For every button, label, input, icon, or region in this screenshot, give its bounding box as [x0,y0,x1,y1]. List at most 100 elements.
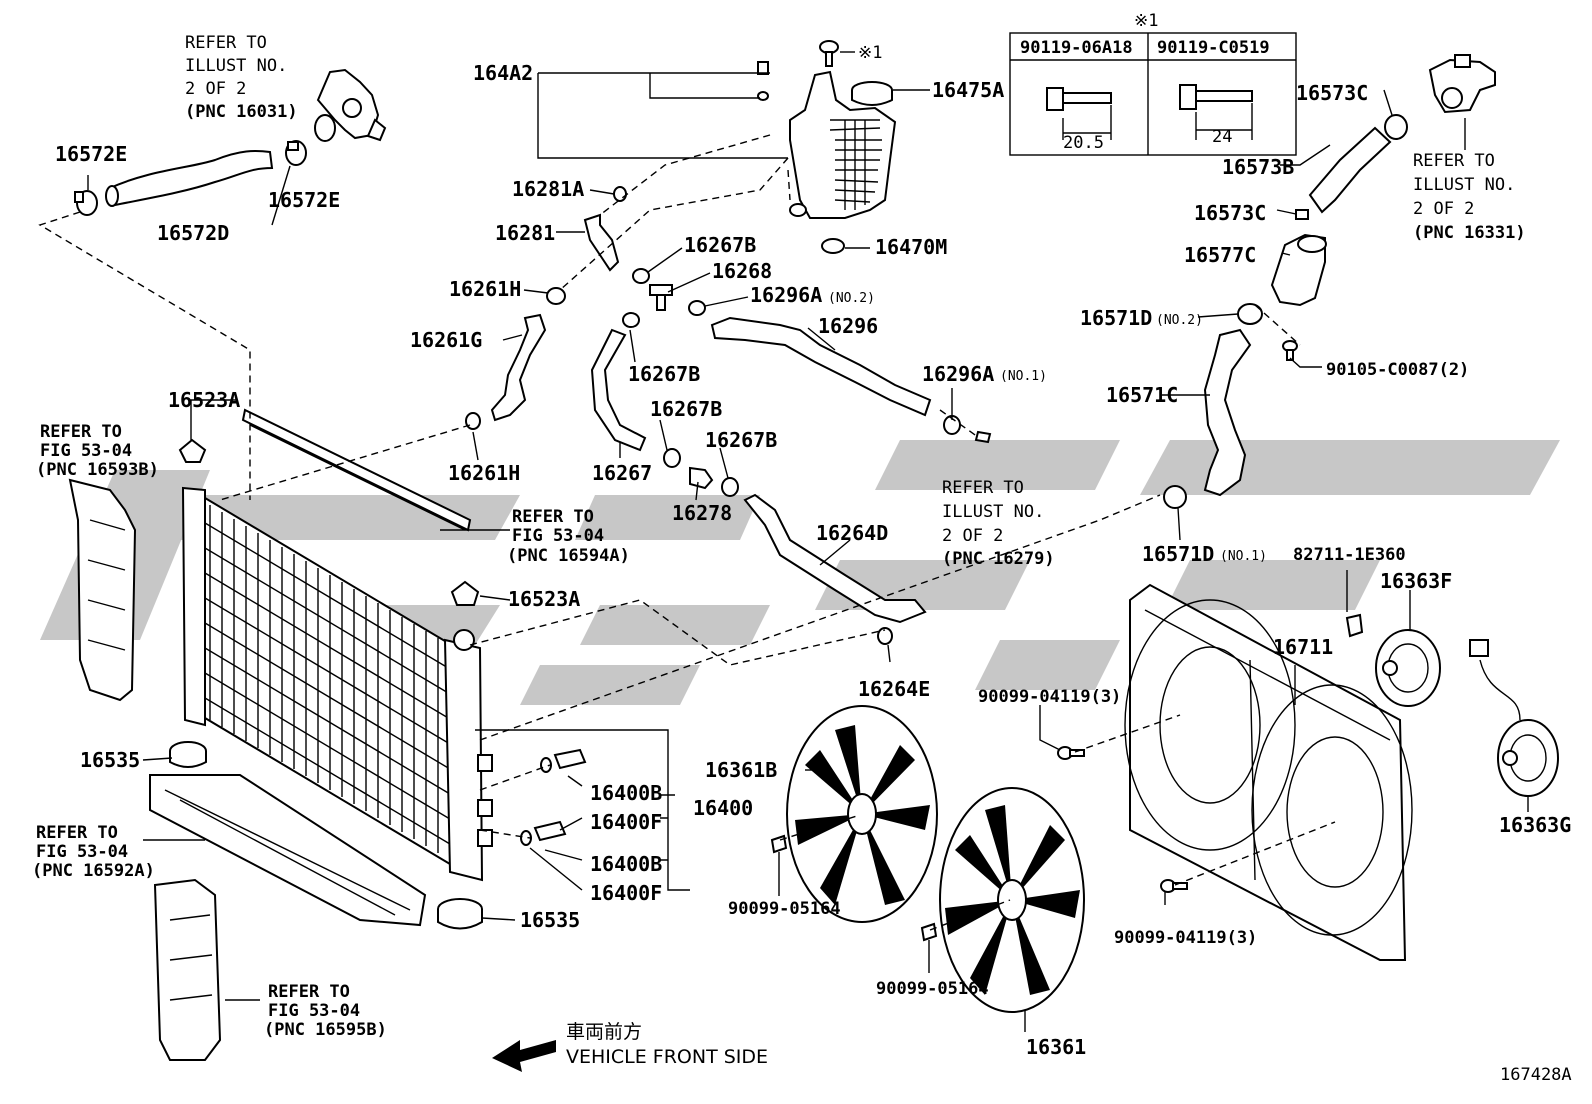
svg-text:REFER TO: REFER TO [1413,151,1495,171]
label-16523a-2: 16523A [508,587,580,611]
label-16400f-2: 16400F [590,881,662,905]
bolt-90105 [1282,340,1298,361]
part-labels: 164A2 16475A 16281A 16281 16470M 16267B … [55,43,1572,1085]
svg-text:FIG 53-04: FIG 53-04 [40,441,132,461]
water-outlet-16031 [314,68,387,142]
svg-text:2 OF 2: 2 OF 2 [1413,199,1474,219]
svg-text:REFER TO: REFER TO [512,507,594,527]
label-16267b-4: 16267B [705,428,777,452]
svg-text:FIG 53-04: FIG 53-04 [512,526,604,546]
label-16523a-1: 16523A [168,388,240,412]
front-side-en: VEHICLE FRONT SIDE [566,1046,768,1068]
label-16264e: 16264E [858,677,930,701]
refer-16279: REFER TO ILLUST NO. 2 OF 2 (PNC 16279) [942,478,1055,569]
svg-text:90119-C0519: 90119-C0519 [1157,38,1270,58]
label-16400b-1: 16400B [590,781,662,805]
radiator-16400 [149,408,493,927]
joint-16268 [649,284,673,311]
svg-text:(PNC 16595B): (PNC 16595B) [264,1020,387,1040]
label-16267b-1: 16267B [684,233,756,257]
svg-text:ILLUST NO.: ILLUST NO. [942,502,1044,522]
front-side-jp: 車両前方 [566,1021,642,1043]
svg-text:※1: ※1 [1134,11,1158,31]
mounts-group [169,438,483,930]
seal-16595b [153,878,222,1061]
svg-text:2 OF 2: 2 OF 2 [185,79,246,99]
label-16571d-2: 16571D [1080,306,1152,330]
cap-164a2 [757,61,769,101]
label-16573c-1: 16573C [1296,81,1368,105]
seal-16593b [68,478,137,702]
svg-text:(PNC 16031): (PNC 16031) [185,102,298,122]
svg-text:90119-06A18: 90119-06A18 [1020,38,1133,58]
label-90099-05164-1: 90099-05164 [728,899,841,919]
svg-text:24: 24 [1212,127,1232,147]
label-16278: 16278 [672,501,732,525]
fan-motor-16363g [1469,639,1559,797]
svg-text:20.5: 20.5 [1063,133,1104,153]
note-no1-a: (NO.1) [1000,369,1047,384]
svg-text:ILLUST NO.: ILLUST NO. [1413,175,1515,195]
refer-16594a: REFER TO FIG 53-04 (PNC 16594A) [507,507,630,566]
label-90099-04119-2: 90099-04119(3) [1114,928,1257,948]
label-164a2: 164A2 [473,61,533,85]
svg-text:2 OF 2: 2 OF 2 [942,526,1003,546]
label-16296a-2: 16296A [750,283,822,307]
label-90105-c0087: 90105-C0087(2) [1326,360,1469,380]
svg-text:FIG 53-04: FIG 53-04 [268,1001,360,1021]
svg-text:(PNC 16594A): (PNC 16594A) [507,546,630,566]
svg-text:(PNC 16331): (PNC 16331) [1413,223,1526,243]
refer-16595b: REFER TO FIG 53-04 (PNC 16595B) [264,982,387,1040]
radiator-core-fins [199,505,461,860]
label-16268: 16268 [712,259,772,283]
water-inlet-16577c [1270,233,1327,307]
label-82711-1e360: 82711-1E360 [1293,545,1406,565]
refer-16593b: REFER TO FIG 53-04 (PNC 16593B) [36,422,159,480]
label-16363f: 16363F [1380,569,1452,593]
fan-motor-16363f [1375,629,1441,707]
bolt-90099-04119-top [1057,746,1085,760]
label-16267: 16267 [592,461,652,485]
label-16296: 16296 [818,314,878,338]
bolt-table-text: ※1 90119-06A18 90119-C0519 20.5 24 [1020,11,1270,153]
label-16361: 16361 [1026,1035,1086,1059]
front-arrow-icon [492,1040,556,1072]
label-16261h-1: 16261H [449,277,521,301]
svg-text:FIG 53-04: FIG 53-04 [36,842,128,862]
label-16577c: 16577C [1184,243,1256,267]
vehicle-front-indicator: 車両前方 VEHICLE FRONT SIDE [492,1021,768,1072]
label-16261g: 16261G [410,328,482,352]
svg-text:REFER TO: REFER TO [185,33,267,53]
label-16261h-2: 16261H [448,461,520,485]
label-16711: 16711 [1273,635,1333,659]
bolt-90099-04119-bottom [1160,879,1188,893]
right-hoses-group [1163,54,1496,509]
label-16535-1: 16535 [80,748,140,772]
svg-text:REFER TO: REFER TO [268,982,350,1002]
label-16535-2: 16535 [520,908,580,932]
upper-radiator-hose-group [74,68,387,216]
label-16470m: 16470M [875,235,947,259]
label-16267b-2: 16267B [628,362,700,386]
pad-16470m [821,238,845,254]
label-16281: 16281 [495,221,555,245]
label-16573c-2: 16573C [1194,201,1266,225]
label-16363g: 16363G [1499,813,1571,837]
fan-16361b [770,705,938,923]
drain-cocks [520,748,587,846]
refer-to-blocks: REFER TO ILLUST NO. 2 OF 2 (PNC 16031) R… [32,33,1526,1040]
label-16281a: 16281A [512,177,584,201]
clamp-16572e-right [285,140,307,166]
water-outlet-16331 [1428,54,1496,114]
figure-id: 167428A [1500,1065,1572,1085]
label-16475a: 16475A [932,78,1004,102]
svg-text:ILLUST NO.: ILLUST NO. [185,56,287,76]
note-no2-b: (NO.2) [1156,313,1203,328]
label-16571d-1: 16571D [1142,542,1214,566]
dashed-lines [38,134,1336,931]
joint-16278 [689,466,714,490]
label-16400: 16400 [693,796,753,820]
svg-text:REFER TO: REFER TO [40,422,122,442]
label-16264d: 16264D [816,521,888,545]
